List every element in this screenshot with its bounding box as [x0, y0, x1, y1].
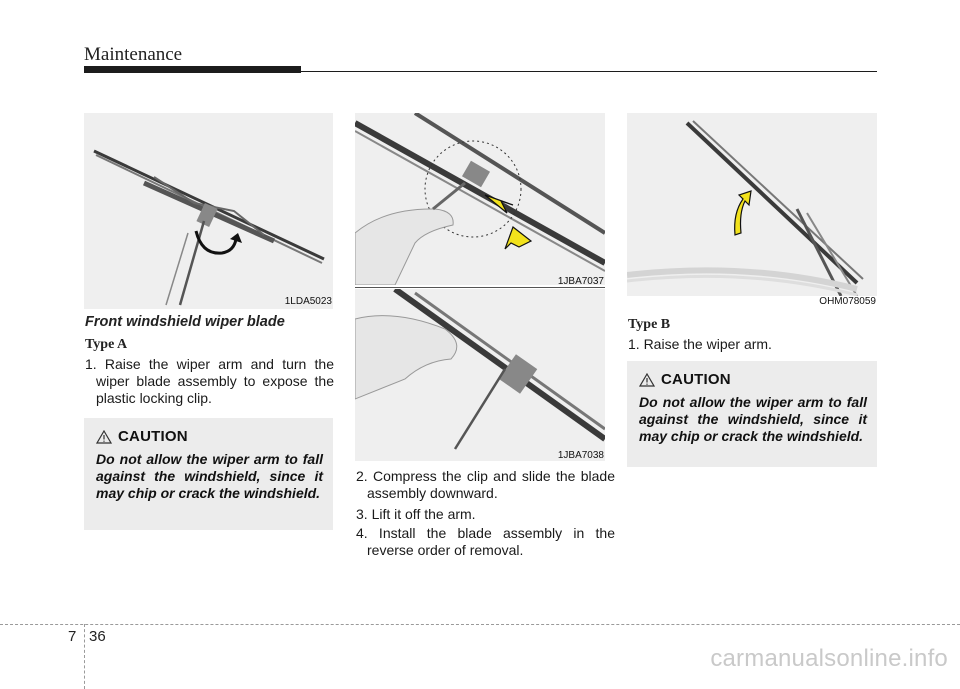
- footer-rule: [0, 624, 960, 625]
- step-1-type-b: 1. Raise the wiper arm.: [628, 336, 772, 352]
- watermark: carmanualsonline.info: [710, 645, 948, 672]
- caution-title: CAUTION: [661, 371, 731, 388]
- figure-code-bottom: 1JBA7038: [557, 450, 604, 461]
- step-4: 4. Install the blade assembly in the rev…: [356, 525, 615, 558]
- caution-box-1: CAUTION Do not allow the wiper arm to fa…: [84, 418, 333, 530]
- type-b-label: Type B: [628, 317, 671, 332]
- page-number: 36: [89, 628, 106, 645]
- figure-compress-clip: [355, 113, 605, 285]
- caution-title: CAUTION: [118, 428, 188, 445]
- figure-wiper-blade-turned: [84, 113, 333, 309]
- yellow-arrow-icon: [504, 226, 533, 250]
- figure-code: OHM078059: [819, 296, 876, 307]
- caution-text: Do not allow the wiper arm to fall again…: [639, 394, 867, 444]
- type-a-label: Type A: [85, 337, 128, 352]
- yellow-arrow-icon: [484, 194, 514, 214]
- figure-lift-off-arm: [355, 289, 605, 461]
- warning-triangle-icon: [639, 372, 655, 387]
- header-rule-thick: [84, 66, 301, 73]
- step-1-type-a: 1. Raise the wiper arm and turn the wipe…: [85, 356, 334, 406]
- warning-triangle-icon: [96, 429, 112, 444]
- caution-header: CAUTION: [639, 371, 869, 388]
- section-title: Maintenance: [84, 44, 183, 65]
- figure-divider: [355, 287, 605, 288]
- figure-code: 1LDA5023: [284, 296, 332, 307]
- caution-header: CAUTION: [96, 428, 325, 445]
- figure-raise-wiper-arm: [627, 113, 877, 296]
- subheading-front-wiper: Front windshield wiper blade: [85, 314, 285, 330]
- rotate-arrow-icon: [194, 230, 238, 255]
- figure-code-top: 1JBA7037: [557, 276, 604, 287]
- step-2: 2. Compress the clip and slide the blade…: [356, 468, 615, 501]
- header-rule-thin: [301, 71, 877, 72]
- chapter-number: 7: [68, 628, 77, 645]
- caution-box-2: CAUTION Do not allow the wiper arm to fa…: [627, 361, 877, 467]
- caution-text: Do not allow the wiper arm to fall again…: [96, 451, 323, 501]
- footer-divider: [84, 624, 85, 689]
- yellow-arrow-icon: [734, 190, 752, 236]
- step-3: 3. Lift it off the arm.: [356, 506, 476, 522]
